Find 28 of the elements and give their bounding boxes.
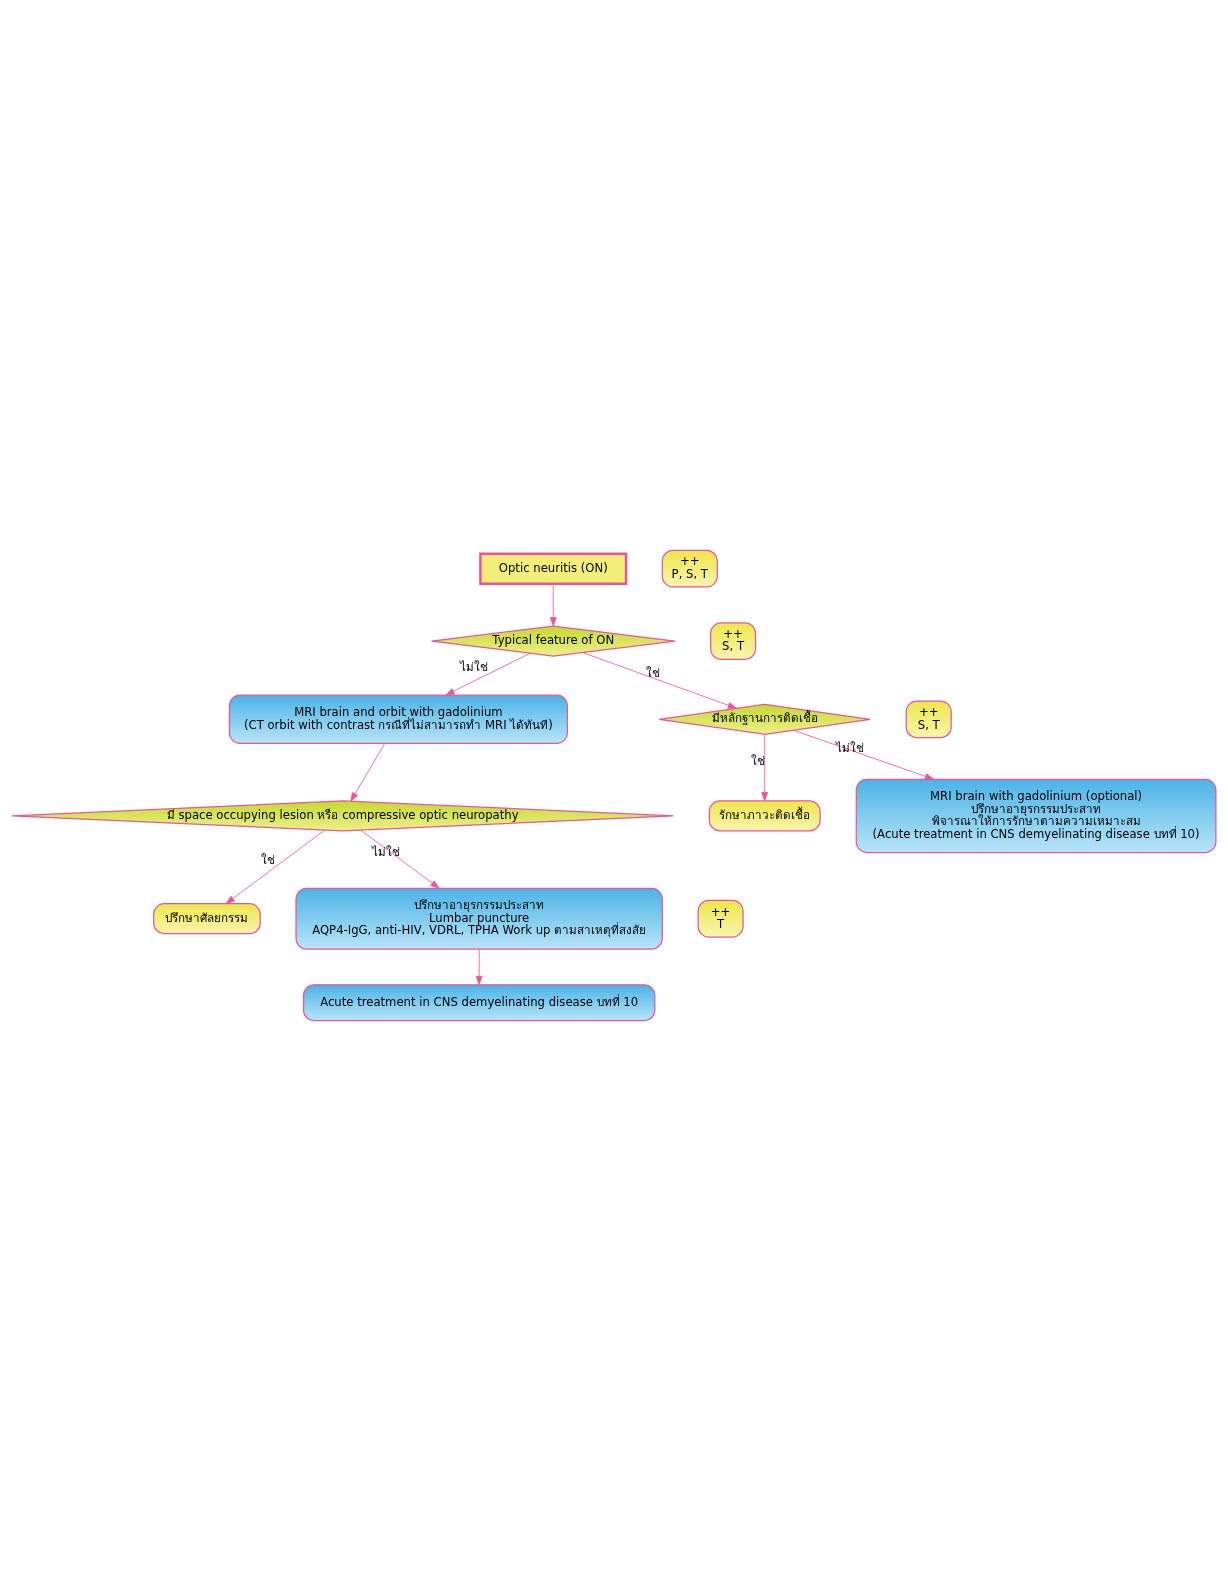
node-box: MRI brain and orbit with gadolinium (CT orbit with contrast กรณีที่ไม่สามารถทำ MRI ได้ทันที) bbox=[228, 694, 569, 745]
arrow bbox=[350, 743, 386, 802]
node-box: ++ S, T bbox=[709, 622, 757, 660]
edge-label: ใช่ bbox=[750, 753, 765, 768]
node-diamond: มี space occupying lesion หรือ compressive optic neuropathy bbox=[11, 800, 674, 832]
arrow bbox=[793, 729, 935, 780]
node-box: Optic neuritis (ON) bbox=[479, 552, 628, 585]
node-box: Acute treatment in CNS demyelinating disease บทที่ 10 bbox=[302, 984, 656, 1022]
node-box: ++ T bbox=[697, 899, 744, 938]
arrow bbox=[549, 583, 557, 627]
arrow bbox=[225, 829, 326, 904]
node-box: MRI brain with gadolinium (optional) ปรึกษาอายุรกรรมประสาท พิจารณาให้การรักษาตามความเหมาะสม (Acute treatment in CNS demyelinating disease บทที่ 10) bbox=[855, 778, 1217, 854]
edge-label: ไม่ใช่ bbox=[836, 740, 865, 755]
arrow bbox=[761, 734, 769, 802]
arrow bbox=[582, 652, 737, 709]
node-box: ปรึกษาศัลยกรรม bbox=[153, 903, 261, 935]
edge-label: ใช่ bbox=[261, 852, 276, 867]
arrow bbox=[445, 652, 531, 696]
node-box: ++ P, S, T bbox=[661, 549, 718, 588]
node-box: ปรึกษาอายุรกรรมประสาท Lumbar puncture AQP4-IgG, anti-HIV, VDRL, TPHA Work up ตามสาเหตุที่สงสัย bbox=[295, 887, 663, 950]
node-box: รักษาภาวะติดเชื้อ bbox=[708, 800, 821, 832]
arrow bbox=[475, 948, 483, 986]
edge-label: ไม่ใช่ bbox=[460, 659, 489, 674]
node-diamond: Typical feature of ON bbox=[430, 625, 676, 657]
node-box: ++ S, T bbox=[905, 700, 952, 739]
edge-label: ใช่ bbox=[645, 666, 660, 681]
edge-label: ไม่ใช่ bbox=[372, 844, 400, 859]
arrow bbox=[360, 829, 440, 889]
